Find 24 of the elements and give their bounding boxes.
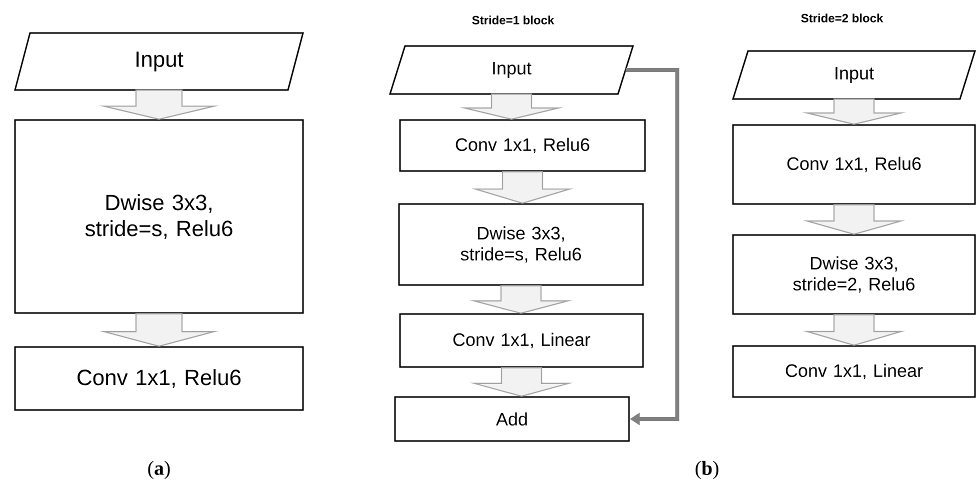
process-box: Dwise 3x3, stride=2, Relu6 [732,234,976,315]
panel-label: (b) [696,460,718,480]
column-title: Stride=1 block [472,16,554,24]
skip-arrow [626,68,680,426]
block-arrow [802,98,906,125]
block-arrow [469,285,573,314]
process-box: Dwise 3x3, stride=s, Relu6 [398,203,644,286]
process-box: Conv 1x1, Linear [732,345,976,398]
block-arrow [99,313,219,347]
block-arrow [470,367,573,397]
block-arrow [98,90,220,120]
column-title: Stride=2 block [801,14,884,22]
process-box: Add [394,396,630,442]
panel-label: (a) [148,460,170,480]
process-box: Conv 1x1, Relu6 [732,124,976,205]
process-box: Conv 1x1, Relu6 [399,119,646,172]
process-box: Conv 1x1, Linear [399,313,644,368]
block-arrow [471,171,574,204]
block-arrow [802,204,906,235]
input-parallelogram: Input [14,32,304,91]
process-box: Dwise 3x3, stride=s, Relu6 [14,119,304,314]
block-arrow [802,314,906,346]
block-arrow [459,94,564,120]
process-box: Conv 1x1, Relu6 [14,346,304,411]
